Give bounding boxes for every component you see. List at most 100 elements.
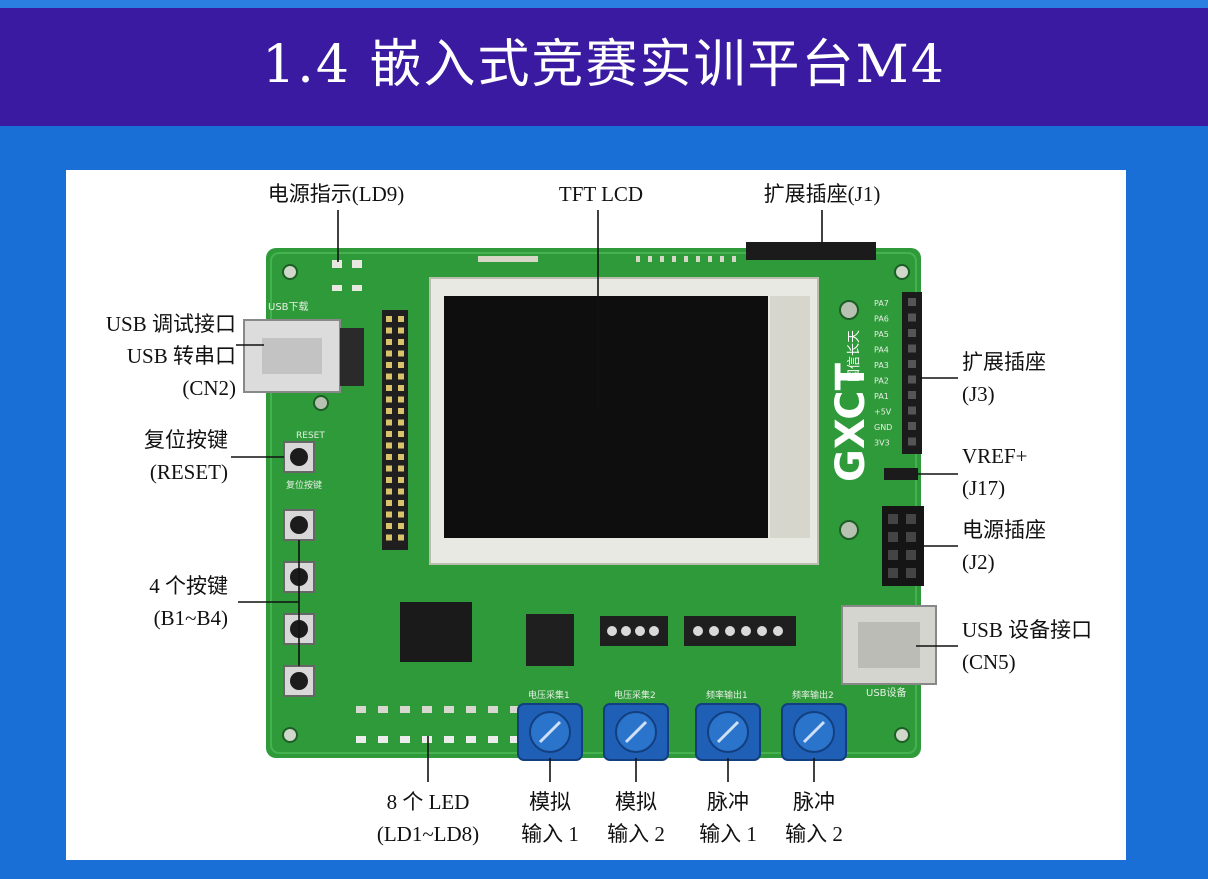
potentiometer-pulse1: 频率输出1 — [695, 689, 761, 761]
led-ld3 — [400, 736, 410, 743]
j3-pin-label: +5V — [874, 408, 892, 417]
header-pin — [386, 465, 392, 472]
tft-lcd-screen — [444, 296, 768, 538]
gxct-logo: GXCT — [828, 362, 874, 482]
led-resistor — [378, 706, 388, 713]
header-pin — [386, 408, 392, 414]
label-power-led: 电源指示(LD9) — [267, 182, 405, 206]
j3-pin-label: GND — [874, 423, 892, 432]
led-resistor — [356, 706, 366, 713]
pot-silk-label: 电压采集2 — [614, 689, 656, 701]
led-resistor — [510, 706, 520, 713]
label-vref-1: VREF+ — [962, 444, 1028, 468]
label-j3-1: 扩展插座 — [962, 350, 1046, 374]
label-led-1: 8 个 LED — [386, 790, 470, 814]
latch-ic — [400, 602, 472, 662]
header-pin — [386, 362, 392, 368]
j3-pin — [908, 329, 916, 337]
label-analog2-1: 模拟 — [615, 790, 657, 814]
cn2-usb-connector — [243, 319, 341, 393]
header-pin — [386, 431, 392, 437]
j3-pin — [908, 313, 916, 322]
header-pin — [386, 534, 392, 541]
header-pin — [398, 362, 404, 368]
pot-silk-label: 频率输出2 — [792, 689, 834, 701]
led-ld8 — [510, 736, 520, 743]
label-usb-device-1: USB 设备接口 — [962, 618, 1093, 642]
led-resistor — [488, 706, 498, 713]
j3-pin — [908, 422, 916, 430]
led-ld7 — [488, 736, 498, 743]
header-pin — [398, 316, 404, 322]
j3-pin — [908, 298, 916, 306]
header-pin — [386, 327, 392, 334]
j3-pin-label: PA2 — [874, 377, 889, 386]
board-photo: USB下载 GXCT 国信长天 PA7PA6PA5PA4PA3PA2PA1+5V… — [231, 210, 958, 782]
header-pin — [398, 500, 404, 506]
led-resistor — [466, 706, 476, 713]
label-usb-debug-3: (CN2) — [182, 376, 236, 400]
jtag-header — [382, 310, 408, 550]
led-row — [356, 706, 520, 743]
led-ld2 — [378, 736, 388, 743]
header-pin — [386, 373, 392, 380]
label-keys-2: (B1~B4) — [153, 606, 228, 630]
header-pin — [398, 523, 404, 529]
label-pulse2-1: 脉冲 — [793, 790, 835, 814]
label-j1: 扩展插座(J1) — [763, 182, 881, 206]
j3-pin-label: PA3 — [874, 361, 889, 370]
header-pin — [386, 419, 392, 426]
potentiometer-pulse2: 频率输出2 — [781, 689, 847, 761]
label-pulse1-2: 输入 1 — [699, 822, 757, 846]
label-analog2-2: 输入 2 — [607, 822, 665, 846]
led-resistor — [422, 706, 432, 713]
silk-usb-download: USB下载 — [268, 301, 309, 313]
header-pin — [398, 373, 404, 380]
header-pin — [398, 396, 404, 403]
header-pin — [386, 454, 392, 460]
j3-pin-label: PA1 — [874, 392, 889, 401]
label-j3-2: (J3) — [962, 382, 995, 406]
j3-pin-label: PA7 — [874, 299, 889, 308]
header-pin — [398, 431, 404, 437]
led-ld1 — [356, 736, 366, 743]
label-led-2: (LD1~LD8) — [376, 822, 480, 846]
j1-header — [746, 242, 876, 260]
j3-pin — [908, 344, 916, 353]
j3-header — [902, 292, 922, 454]
header-pin — [386, 523, 392, 529]
header-pin — [386, 385, 392, 391]
led-resistor — [444, 706, 454, 713]
header-pin — [386, 511, 392, 518]
j17-jumper — [884, 468, 918, 480]
header-pin — [386, 488, 392, 495]
j3-pin-label: PA6 — [874, 315, 889, 324]
label-usb-device-2: (CN5) — [962, 650, 1016, 674]
slide-title: 1.4 嵌入式竞赛实训平台M4 — [262, 35, 946, 95]
j3-pin — [908, 375, 916, 384]
label-pulse1-1: 脉冲 — [707, 790, 749, 814]
callout-lines — [231, 210, 958, 782]
mount-hole — [282, 727, 298, 743]
label-reset-2: (RESET) — [149, 460, 228, 484]
pot-silk-label: 频率输出1 — [706, 689, 748, 701]
header-pin — [386, 396, 392, 403]
j3-pin-label: PA4 — [874, 346, 889, 355]
led-ld5 — [444, 736, 454, 743]
label-tft-lcd: TFT LCD — [558, 182, 644, 206]
header-pin — [398, 511, 404, 518]
header-pin — [398, 327, 404, 334]
label-analog1-2: 输入 1 — [521, 822, 579, 846]
header-pin — [386, 477, 392, 483]
header-pin — [398, 477, 404, 483]
j3-pin-label: PA5 — [874, 330, 889, 339]
led-ld4 — [422, 736, 432, 743]
pot-silk-label: 电压采集1 — [528, 689, 570, 701]
label-vref-2: (J17) — [962, 476, 1006, 500]
label-pulse2-2: 输入 2 — [785, 822, 843, 846]
potentiometer-pot1: 电压采集1 — [517, 689, 583, 761]
header-pin — [386, 316, 392, 322]
j3-pin — [908, 360, 916, 368]
header-pin — [386, 500, 392, 506]
